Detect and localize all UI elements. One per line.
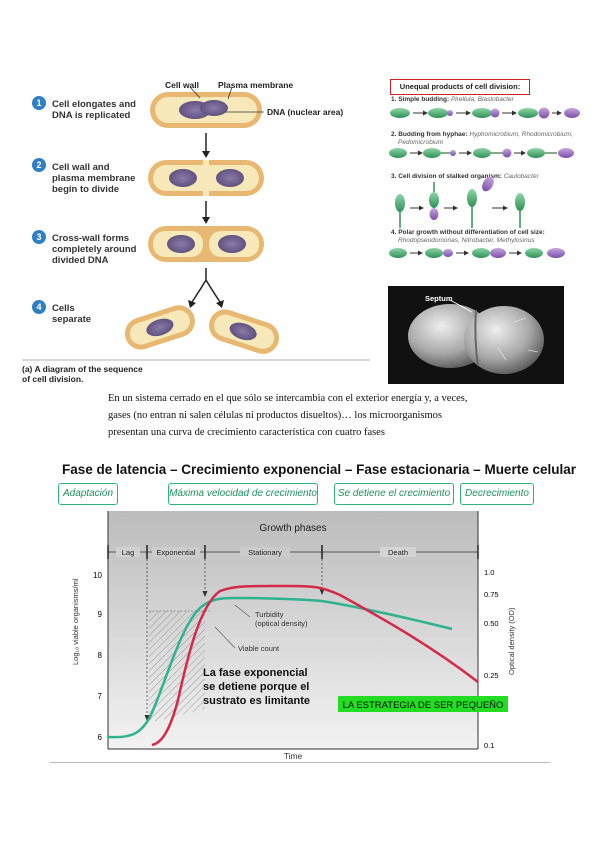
x-axis-label: Time xyxy=(284,751,303,761)
dna-label: DNA (nuclear area) xyxy=(267,107,344,117)
cell-wall-label: Cell wall xyxy=(165,80,200,90)
exponential-hatch xyxy=(149,611,205,723)
dna-blob xyxy=(218,235,246,253)
phase-bar: Lag Exponential Stationary Death xyxy=(107,545,479,559)
step-1-text: Cell elongates and DNA is replicated xyxy=(52,99,136,121)
right-axis-label: Optical density (OD) xyxy=(507,607,516,675)
paragraph-line: gases (no entran ni salen células ni pro… xyxy=(108,410,442,421)
growth-chart: Growth phases Lag Exponential Stationary… xyxy=(71,511,516,761)
left-tick: 10 xyxy=(93,571,102,580)
annotation-line-1: La fase exponencial xyxy=(203,667,308,679)
chart-title: Growth phases xyxy=(259,523,326,534)
unequal-drawing xyxy=(389,107,580,258)
annotation-line-3: sustrato es limitante xyxy=(203,695,310,707)
highlight-text: LA ESTRATEGIA DE SER PEQUEÑO xyxy=(343,700,504,711)
viable-count-label: Viable count xyxy=(238,644,280,653)
right-tick: 1.0 xyxy=(484,568,494,577)
growth-main-title: Fase de latencia – Crecimiento exponenci… xyxy=(62,462,576,477)
micrograph-cell xyxy=(464,306,544,374)
phase-label-stationary: Stationary xyxy=(248,548,282,557)
step-3-badge: 3 xyxy=(32,230,46,244)
left-tick: 6 xyxy=(98,733,103,742)
step-2-badge: 2 xyxy=(32,158,46,172)
right-tick: 0.75 xyxy=(484,590,499,599)
dna-blob xyxy=(169,169,197,187)
right-tick: 0.25 xyxy=(484,671,499,680)
right-axis: 1.0 0.75 0.50 0.25 0.1 Optical density (… xyxy=(484,568,516,750)
viable-curve xyxy=(151,584,479,747)
unequal-item-2: 2. Budding from hyphae: Hyphomicrobium, … xyxy=(391,131,573,138)
unequal-item-4: 4. Polar growth without differentiation … xyxy=(391,229,545,236)
budding-row xyxy=(390,107,580,119)
cell-division-drawing xyxy=(22,86,370,361)
right-tick: 0.50 xyxy=(484,619,499,628)
stalked-row xyxy=(395,176,525,228)
unequal-item-1: 1. Simple budding: Pirellula, Blastobact… xyxy=(391,96,514,103)
turbidity-label: Turbidity xyxy=(255,610,284,619)
dna-blob xyxy=(200,100,228,116)
step-1-badge: 1 xyxy=(32,96,46,110)
phase-box-adaptacion: Adaptación xyxy=(58,483,118,505)
hyphae-row xyxy=(389,148,574,158)
left-tick: 8 xyxy=(98,651,103,660)
cell-step-4-left xyxy=(124,305,195,350)
unequal-item-2b: Pedomicrobium xyxy=(398,139,444,146)
right-tick: 0.1 xyxy=(484,741,494,750)
unequal-title: Unequal products of cell division: xyxy=(390,79,530,95)
step-2-text: Cell wall and plasma membrane begin to d… xyxy=(52,162,136,195)
phase-label-lag: Lag xyxy=(122,548,135,557)
diagram-caption: (a) A diagram of the sequence of cell di… xyxy=(22,364,143,384)
turbidity-curve xyxy=(107,596,453,739)
phase-box-decrecimiento: Decrecimiento xyxy=(460,483,534,505)
step-4-badge: 4 xyxy=(32,300,46,314)
septum-micrograph xyxy=(388,286,564,384)
phase-label-exponential: Exponential xyxy=(156,548,196,557)
dna-blob xyxy=(146,318,174,337)
dna-blob xyxy=(229,322,257,341)
phase-box-detiene: Se detiene el crecimiento xyxy=(334,483,454,505)
phase-label-death: Death xyxy=(388,548,408,557)
step-4-text: Cells separate xyxy=(52,303,92,325)
highlight-background xyxy=(338,696,508,712)
bottom-divider xyxy=(50,762,550,763)
cell-step-4-right xyxy=(209,309,280,354)
unequal-item-4b: Rhodopseudomonas, Nitrobacter, Methylosi… xyxy=(398,237,535,244)
cell-step-3 xyxy=(148,226,264,262)
cell-step-2 xyxy=(148,160,264,196)
polar-growth-row xyxy=(389,248,565,258)
septum-label: Septum xyxy=(425,294,453,303)
paragraph-line: presentan una curva de crecimiento carac… xyxy=(108,427,385,438)
cell-step-1 xyxy=(150,86,264,128)
paragraph-line: En un sistema cerrado en el que sólo se … xyxy=(108,393,468,404)
annotation-line-2: se detiene porque el xyxy=(203,681,309,693)
unequal-item-3: 3. Cell division of stalked organism: Ca… xyxy=(391,173,539,180)
left-tick: 7 xyxy=(98,692,103,701)
plasma-membrane-label: Plasma membrane xyxy=(218,80,294,90)
left-tick: 9 xyxy=(98,610,103,619)
dna-blob xyxy=(216,169,244,187)
turbidity-sublabel: (optical density) xyxy=(255,619,308,628)
intro-paragraph: En un sistema cerrado en el que sólo se … xyxy=(108,390,528,441)
step-3-text: Cross-wall forms completely around divid… xyxy=(52,233,137,266)
dna-blob xyxy=(167,235,195,253)
phase-box-maxima: Máxima velocidad de crecimiento xyxy=(168,483,318,505)
left-axis: 10 9 8 7 6 Log₁₀ viable organisms/ml xyxy=(71,571,103,742)
left-axis-label: Log₁₀ viable organisms/ml xyxy=(71,578,80,665)
